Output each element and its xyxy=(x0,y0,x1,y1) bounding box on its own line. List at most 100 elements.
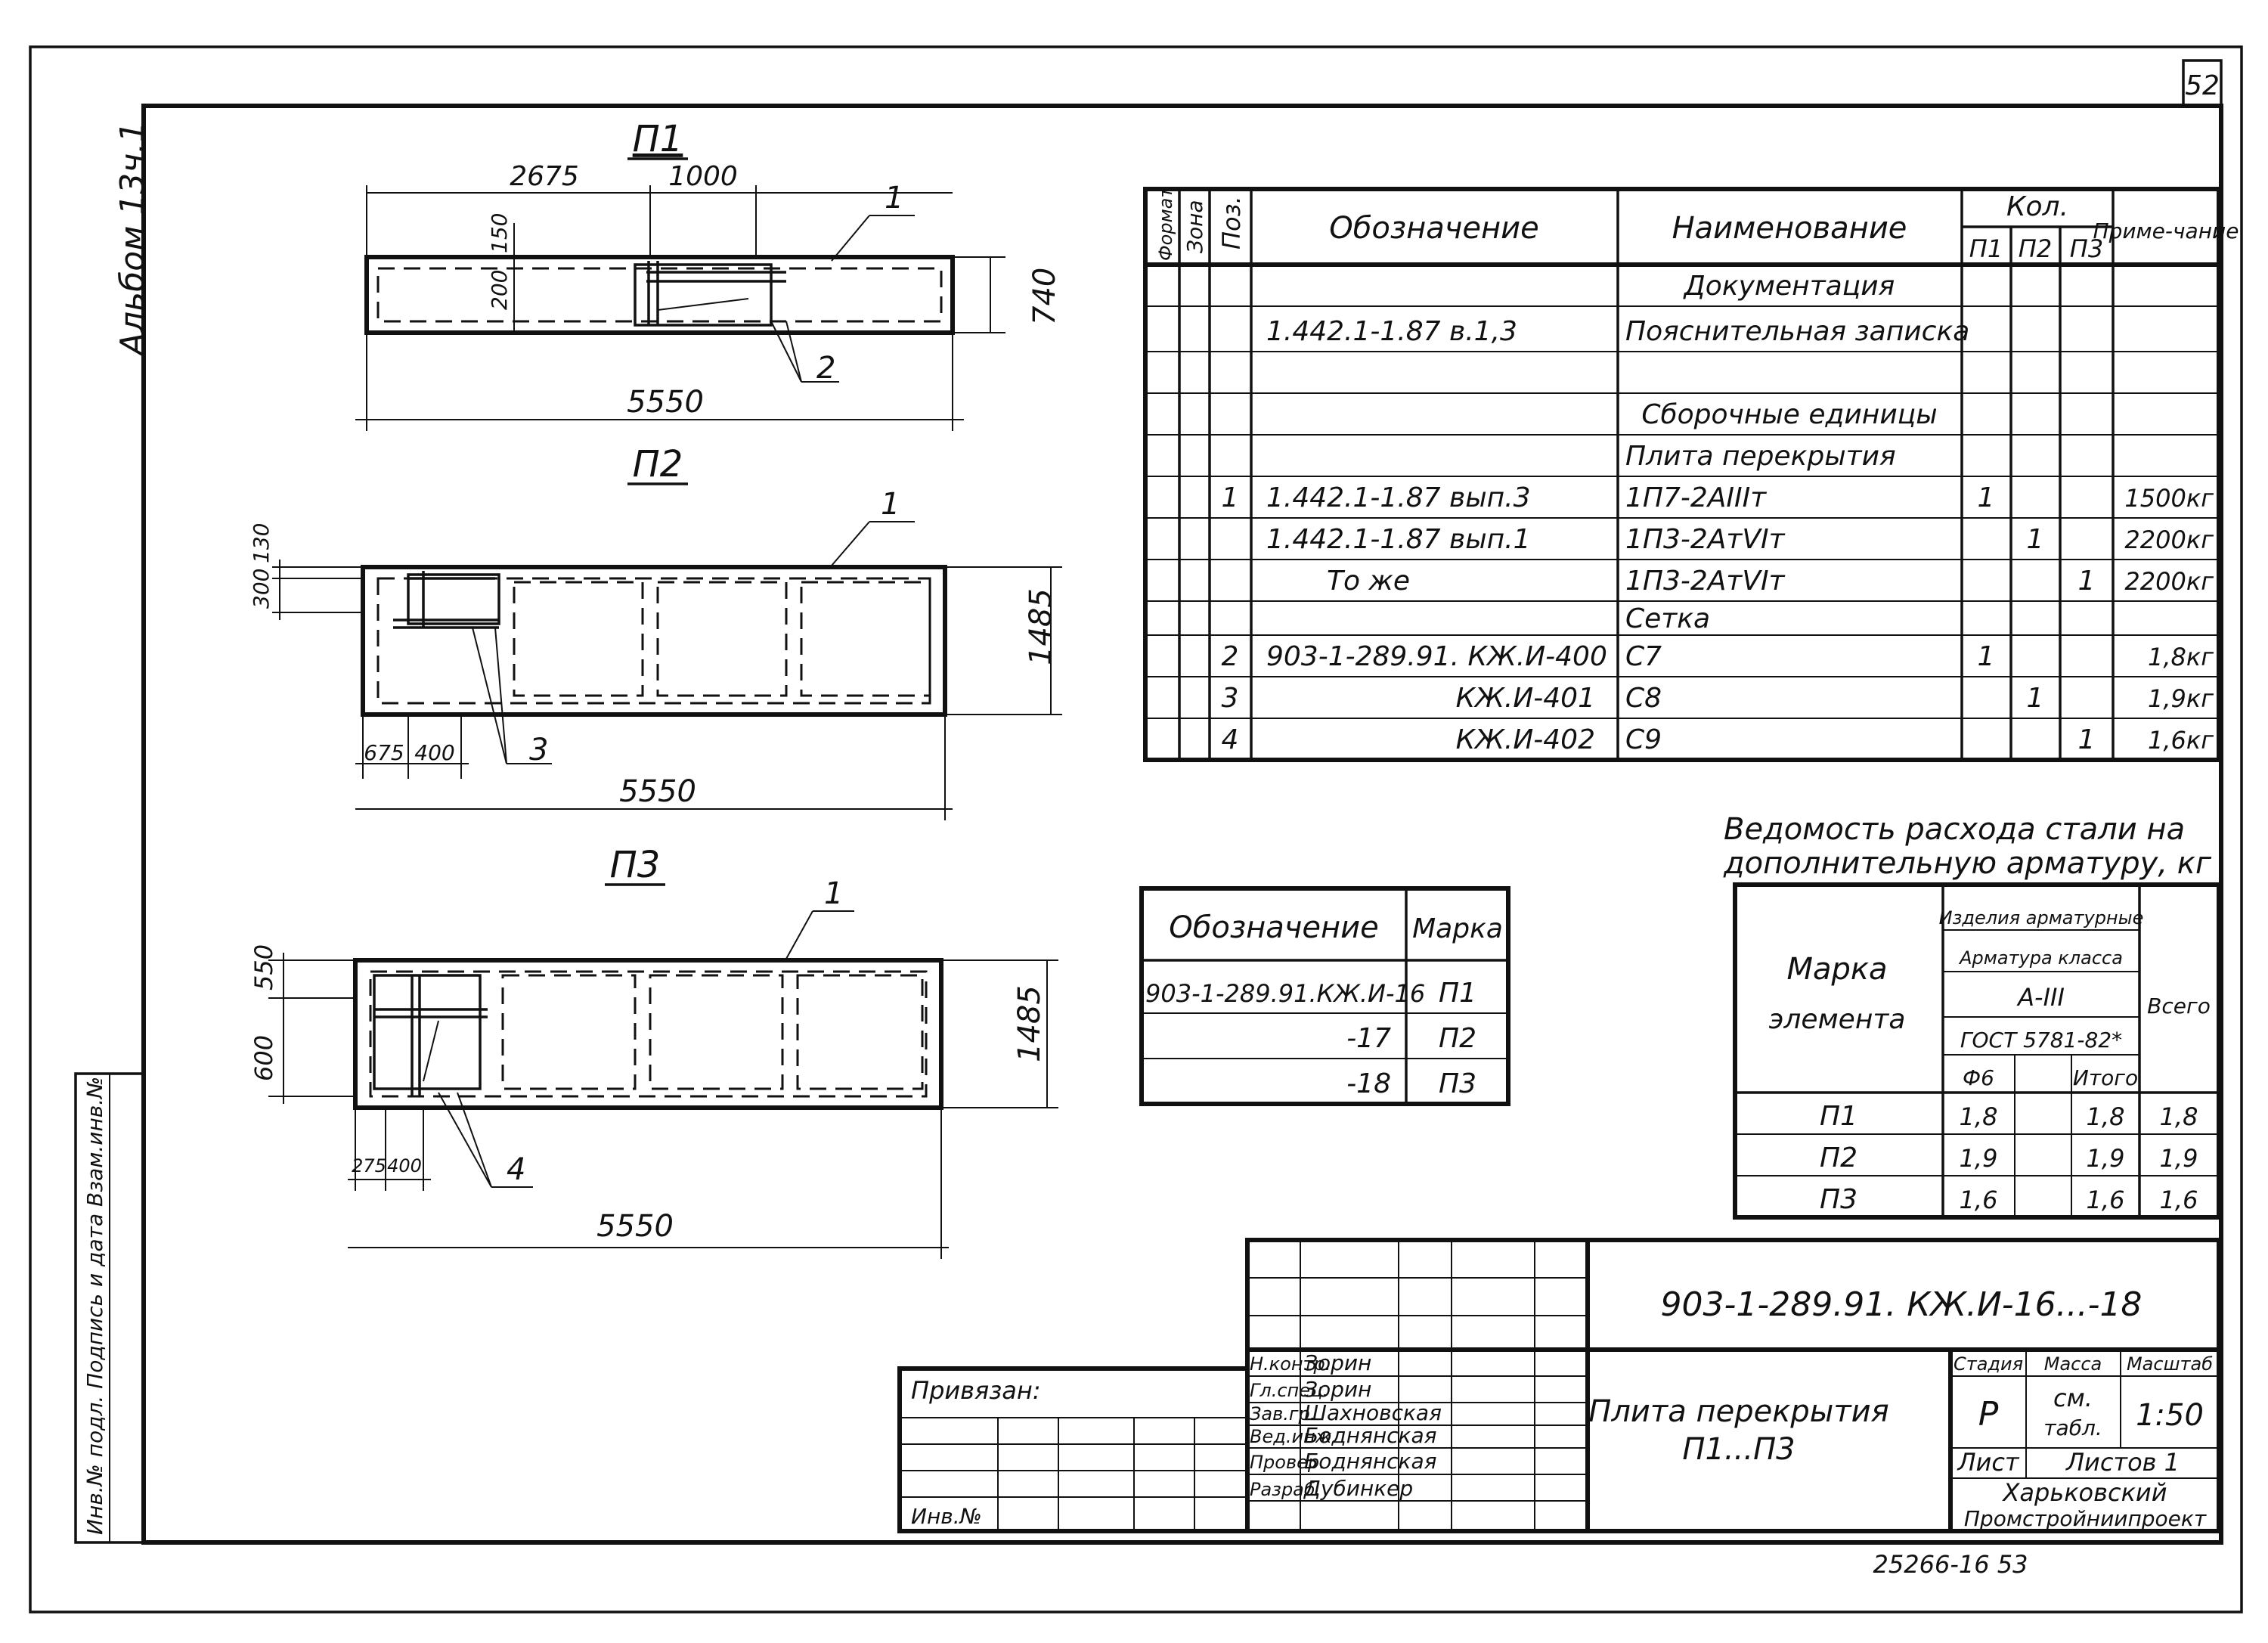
p3-callout-4: 4 xyxy=(507,1152,525,1187)
steel-row-total: 1,9 xyxy=(2160,1144,2198,1173)
view-p1: П1 2675 1000 150 200 740 5550 1 xyxy=(355,118,1062,431)
p1-dim-left: 2675 xyxy=(510,161,579,192)
spec-row-designation: 1.442.1-1.87 вып.1 xyxy=(1266,524,1531,555)
mass-label: Масса xyxy=(2044,1353,2102,1375)
spec-header-pos: Поз. xyxy=(1217,196,1246,250)
role-label: Гл.спец. xyxy=(1250,1380,1328,1401)
p2-dim-675: 675 xyxy=(364,740,404,765)
spec-row-name: С7 xyxy=(1625,641,1662,672)
page-number: 52 xyxy=(2185,70,2220,101)
spec-row-note: 1,6кг xyxy=(2148,726,2214,755)
role-person: Боднянская xyxy=(1304,1423,1436,1448)
role-label: Разраб. xyxy=(1250,1479,1321,1500)
view-p2: П2 300 130 1485 675 400 5550 xyxy=(249,443,1062,820)
spec-row-note: 1,8кг xyxy=(2148,643,2214,671)
p3-dim-total: 5550 xyxy=(596,1209,674,1244)
spec-row-designation: 1.442.1-1.87 вып.3 xyxy=(1266,482,1531,513)
steel-header-el1: Марка xyxy=(1786,952,1887,987)
role-person: Зорин xyxy=(1304,1377,1371,1402)
slab-p3 xyxy=(353,958,943,1110)
role-label: Зав.гр. xyxy=(1250,1403,1315,1424)
view-p1-title: П1 xyxy=(633,118,683,160)
spec-header-p3: П3 xyxy=(2070,234,2103,263)
spec-row-note: 1500кг xyxy=(2124,484,2214,513)
spec-header-zone: Зона xyxy=(1182,200,1207,253)
role-person: Боднянская xyxy=(1304,1449,1436,1474)
steel-header-group: Изделия арматурные xyxy=(1939,907,2144,928)
opening-p3 xyxy=(373,974,482,1090)
title-name-1: Плита перекрытия xyxy=(1588,1394,1888,1429)
role-label: Вед.инж. xyxy=(1250,1426,1337,1447)
stage-label: Стадия xyxy=(1954,1353,2023,1375)
marks-row-mark: П3 xyxy=(1439,1068,1476,1099)
spec-header-note: Приме-чание xyxy=(2093,219,2239,243)
spec-row-pos: 1 xyxy=(1222,482,1239,513)
p2-dim-300: 300 xyxy=(249,569,274,609)
spec-row-q2: 1 xyxy=(2027,683,2044,714)
spec-header-p2: П2 xyxy=(2019,234,2052,263)
marks-table: Обозначение Марка xyxy=(1139,886,1510,1106)
spec-row-pos: 3 xyxy=(1222,683,1239,714)
spec-row-name: Плита перекрытия xyxy=(1625,441,1896,472)
spec-row-q1: 1 xyxy=(1978,641,1995,672)
mass-value-2: табл. xyxy=(2043,1415,2102,1440)
marks-row-mark: П1 xyxy=(1439,978,1476,1009)
steel-row-d6: 1,9 xyxy=(1960,1144,1998,1173)
roles-rows: Н.контр.ЗоринГл.спец.ЗоринЗав.гр.Шахновс… xyxy=(1250,1350,1442,1501)
p1-dim-height: 740 xyxy=(1027,268,1062,325)
spec-row-designation: КЖ.И-401 xyxy=(1456,683,1595,714)
steel-table: Ведомость расхода стали на дополнительну… xyxy=(1723,812,2221,1220)
steel-row-mark: П1 xyxy=(1820,1101,1857,1132)
title-name-2: П1...П3 xyxy=(1682,1432,1795,1467)
steel-header-itogo: Итого xyxy=(2073,1065,2138,1090)
spec-row-designation: 903-1-289.91. КЖ.И-400 xyxy=(1266,641,1607,672)
spec-row-q1: 1 xyxy=(1978,482,1995,513)
outer-border xyxy=(29,45,2243,1614)
steel-title-2: дополнительную арматуру, кг xyxy=(1723,846,2212,881)
p2-dim-130: 130 xyxy=(249,523,274,563)
spec-row-note: 1,9кг xyxy=(2148,684,2214,713)
steel-row-itogo: 1,6 xyxy=(2087,1186,2125,1214)
p2-callout-3: 3 xyxy=(529,733,548,767)
marks-header-mark: Марка xyxy=(1412,913,1503,944)
stage-value: Р xyxy=(1978,1395,1999,1434)
steel-row-d6: 1,8 xyxy=(1960,1102,1998,1131)
org-2: Промстройниипроект xyxy=(1964,1506,2207,1531)
page-number-box xyxy=(2182,59,2223,107)
p3-dim-550: 550 xyxy=(249,944,278,990)
p3-dim-height: 1485 xyxy=(1012,985,1047,1062)
title-code: 903-1-289.91. КЖ.И-16...-18 xyxy=(1661,1285,2143,1324)
p1-dim-200: 200 xyxy=(487,270,512,310)
p3-dim-400: 400 xyxy=(387,1155,422,1176)
steel-header-class: А-III xyxy=(2016,983,2065,1012)
p1-dim-mid: 1000 xyxy=(668,161,738,192)
opening-p1 xyxy=(634,263,773,327)
spec-header-qty: Кол. xyxy=(2006,191,2068,222)
spec-row-name: 1П3-2АтVIт xyxy=(1625,566,1786,597)
role-label: Провер. xyxy=(1250,1452,1325,1473)
spec-row-name: Документация xyxy=(1683,271,1895,302)
sheets-label: Листов 1 xyxy=(2065,1448,2180,1477)
role-person: Дубинкер xyxy=(1303,1476,1413,1501)
spec-row-q3: 1 xyxy=(2078,724,2096,755)
p2-dim-400: 400 xyxy=(414,740,454,765)
inner-frame xyxy=(141,104,2223,1545)
title-block: Привязан: Инв.№ 903-1-289.91. КЖ.И-16...… xyxy=(897,1238,2221,1533)
view-p2-title: П2 xyxy=(633,443,683,485)
spec-row-name: 1П3-2АтVIт xyxy=(1625,524,1786,555)
spec-row-note: 2200кг xyxy=(2124,567,2214,596)
bound-label: Привязан: xyxy=(911,1376,1041,1405)
spec-row-designation: КЖ.И-402 xyxy=(1456,724,1595,755)
scale-value: 1:50 xyxy=(2136,1398,2204,1433)
marks-row-designation: -17 xyxy=(1346,1023,1391,1054)
scale-label: Масштаб xyxy=(2127,1353,2213,1375)
steel-row-itogo: 1,9 xyxy=(2087,1144,2125,1173)
p3-dim-275: 275 xyxy=(352,1155,386,1176)
sheet-label: Лист xyxy=(1957,1448,2019,1477)
p2-callout-1: 1 xyxy=(881,487,900,522)
steel-header-class-label: Арматура класса xyxy=(1958,947,2123,969)
spec-header-p1: П1 xyxy=(1969,234,2003,263)
archive-number: 25266-16 53 xyxy=(1873,1550,2028,1579)
